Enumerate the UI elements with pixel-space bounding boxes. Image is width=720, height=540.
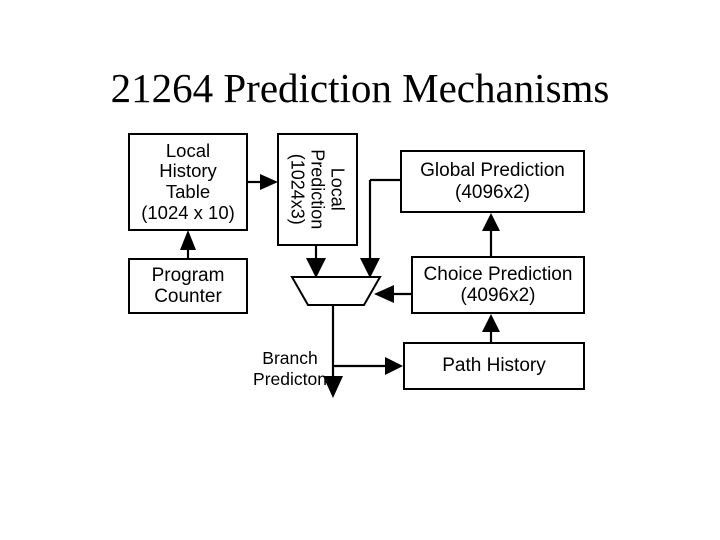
page-title: 21264 Prediction Mechanisms (110, 65, 610, 111)
block-label-line: Table (165, 181, 211, 202)
annotation-branch-predictor: Branch Predicton (247, 348, 333, 389)
connector-mux-output (323, 305, 343, 398)
block-label-line: Local (165, 139, 211, 161)
connector-pc-to-local-history (180, 230, 196, 258)
block-label-line: Counter (154, 286, 222, 307)
block-label-line: (4096x2) (455, 181, 530, 203)
block-label-line: Prediction (307, 149, 328, 230)
block-global-prediction[interactable]: Global Prediction (4096x2) (400, 150, 585, 213)
connector-path-history-to-choice-prediction (482, 314, 500, 342)
annotation-label-line: Predicton (253, 368, 327, 389)
block-label-line: History (159, 160, 217, 182)
block-label-line: (4096x2) (460, 285, 536, 306)
block-program-counter[interactable]: Program Counter (128, 258, 248, 314)
block-path-history[interactable]: Path History (403, 342, 585, 390)
block-label-line: Path History (442, 355, 546, 377)
block-local-history-table[interactable]: Local History Table (1024 x 10) (128, 133, 248, 231)
block-label-line: Local (327, 167, 348, 212)
connector-choice-prediction-to-mux (374, 285, 411, 303)
annotation-label-line: Branch (262, 348, 318, 368)
connector-local-prediction-to-mux (306, 246, 326, 278)
block-choice-prediction[interactable]: Choice Prediction (4096x2) (411, 256, 585, 314)
connector-global-prediction-to-mux (360, 178, 400, 278)
block-label-line: (1024x3) (287, 153, 308, 226)
block-label-line: Choice Prediction (423, 263, 573, 285)
block-label-line: Global Prediction (420, 160, 565, 182)
connector-local-history-to-local-prediction (248, 174, 278, 190)
block-label-line: Program (151, 264, 225, 286)
connector-mux-to-path-history (333, 357, 403, 375)
block-label-line: (1024 x 10) (141, 201, 235, 223)
block-local-prediction[interactable]: Local Prediction (1024x3) (277, 133, 358, 246)
